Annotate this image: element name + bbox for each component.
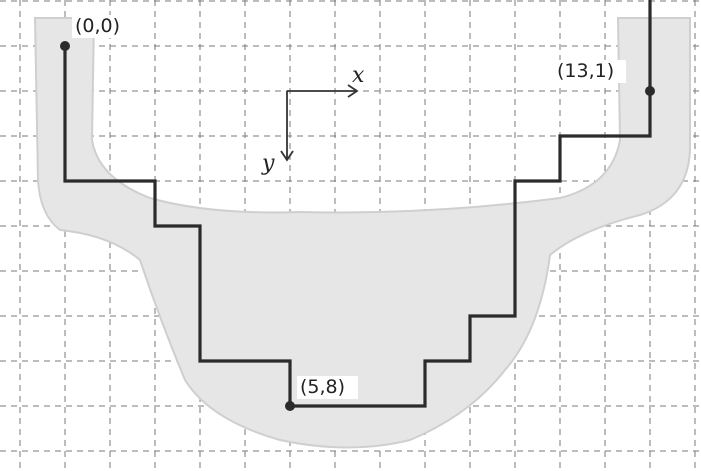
y-arrowhead-icon [280, 150, 294, 162]
y-axis-label: y [261, 151, 275, 176]
label-background [72, 15, 133, 38]
point-label-end: (13,1) [557, 60, 614, 82]
point-label-origin: (0,0) [75, 15, 120, 37]
coordinate-axes: x y [261, 63, 365, 176]
point-label-bottom: (5,8) [300, 376, 345, 398]
point-end [645, 86, 655, 96]
point-bottom [285, 401, 295, 411]
point-origin [60, 41, 70, 51]
lattice-path [63, 0, 652, 408]
label-background [554, 60, 626, 83]
x-axis-label: x [352, 63, 365, 88]
x-arrowhead-icon [347, 84, 359, 98]
label-background [297, 376, 358, 399]
marked-points: (0,0) (5,8) (13,1) [60, 15, 655, 411]
